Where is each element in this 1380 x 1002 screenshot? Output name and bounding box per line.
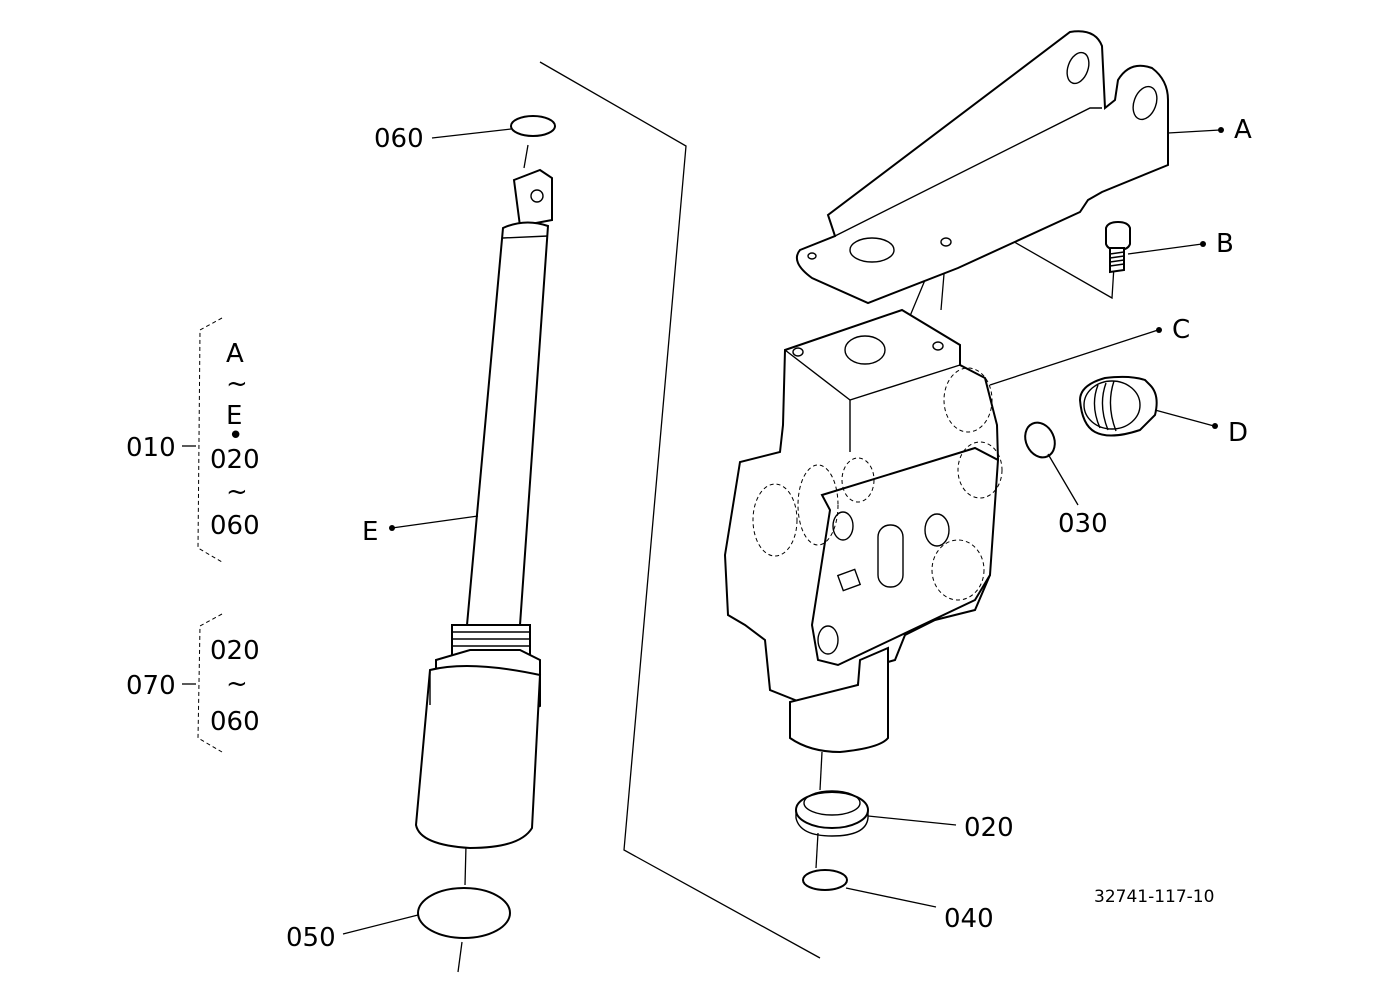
assembly-item: ~ [226, 369, 248, 399]
callout-a: A [1234, 115, 1252, 145]
callout-060: 060 [374, 124, 424, 154]
assembly-item: 020 [210, 636, 260, 666]
callout-020: 020 [964, 813, 1014, 843]
oring-030 [1024, 421, 1056, 459]
assembly-item: E [226, 401, 242, 431]
oring-040 [802, 869, 848, 891]
callout-040: 040 [944, 904, 994, 934]
seal-020 [795, 790, 869, 837]
bolt-part [1105, 220, 1131, 274]
drawing-reference-number: 32741-117-10 [1094, 887, 1214, 907]
assembly-item: 060 [210, 707, 260, 737]
assembly-item: A [226, 339, 244, 369]
assembly-group-070: 070 020 ~ 060 [126, 613, 260, 753]
leader-lines [342, 127, 1224, 935]
assembly-number: 010 [126, 433, 176, 463]
valve-body-part [723, 308, 1003, 754]
callout-030: 030 [1058, 509, 1108, 539]
callout-e: E [362, 517, 378, 547]
assembly-number: 070 [126, 671, 176, 701]
assembly-item: ~ [226, 669, 248, 699]
callout-d: D [1228, 418, 1248, 448]
callout-b: B [1216, 229, 1234, 259]
assembly-item: ~ [226, 477, 248, 507]
plug-part [1078, 375, 1158, 437]
callout-c: C [1172, 315, 1190, 345]
bracket-part [796, 30, 1169, 305]
assembly-group-010: 010 A ~ E • 020 ~ 060 [126, 317, 260, 563]
spool-part [414, 168, 553, 850]
oring-060 [510, 115, 556, 137]
assembly-item: • [228, 421, 243, 451]
callout-050: 050 [286, 923, 336, 953]
assembly-item: 020 [210, 445, 260, 475]
assembly-item: 060 [210, 511, 260, 541]
oring-050 [417, 887, 511, 939]
